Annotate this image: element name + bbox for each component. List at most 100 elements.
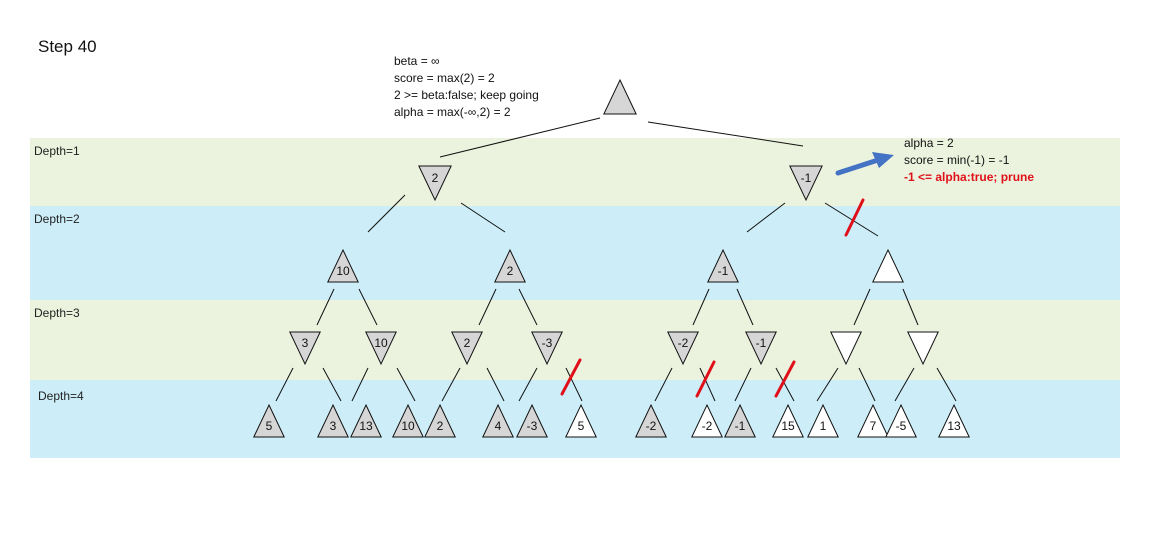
tree-edge bbox=[734, 367, 752, 402]
node-value-label: 2 bbox=[432, 171, 439, 185]
root-note-line-4: alpha = max(-∞,2) = 2 bbox=[394, 105, 511, 119]
node-value-label: -1 bbox=[718, 264, 729, 278]
tree-node-depth2-3 bbox=[872, 248, 904, 283]
tree-node-depth4-3: 10 bbox=[392, 403, 424, 438]
max-node-triangle bbox=[857, 403, 889, 438]
right-note-line-2: score = min(-1) = -1 bbox=[904, 153, 1010, 167]
root-note-line-2: score = max(2) = 2 bbox=[394, 71, 495, 85]
depth-2-label: Depth=2 bbox=[34, 212, 80, 226]
tree-edge bbox=[824, 202, 879, 237]
depth-2-band: Depth=2 bbox=[30, 206, 1120, 300]
tree-node-depth2-1: 2 bbox=[494, 248, 526, 283]
max-node-triangle bbox=[317, 403, 349, 438]
tree-node-depth4-2: 13 bbox=[350, 403, 382, 438]
depth-1-label: Depth=1 bbox=[34, 144, 80, 158]
max-node-triangle bbox=[691, 403, 723, 438]
arrow-head bbox=[872, 152, 894, 168]
tree-edge bbox=[316, 288, 335, 326]
tree-node-depth4-7: 5 bbox=[565, 403, 597, 438]
depth-4-label: Depth=4 bbox=[38, 389, 84, 403]
tree-edge bbox=[736, 288, 754, 326]
prune-mark bbox=[774, 360, 796, 398]
min-node-triangle bbox=[365, 331, 397, 366]
max-node-triangle bbox=[350, 403, 382, 438]
max-node-triangle bbox=[482, 403, 514, 438]
node-value-label: -2 bbox=[702, 419, 713, 433]
node-value-label: 3 bbox=[302, 336, 309, 350]
node-value-label: 5 bbox=[266, 419, 273, 433]
tree-node-depth2-0: 10 bbox=[327, 248, 359, 283]
step-title: Step 40 bbox=[38, 37, 97, 56]
min-node-triangle bbox=[830, 331, 862, 366]
min-node-triangle bbox=[418, 165, 452, 202]
min-node-triangle bbox=[667, 331, 699, 366]
prune-mark bbox=[695, 360, 716, 398]
tree-edge bbox=[275, 367, 294, 402]
node-value-label: -5 bbox=[896, 419, 907, 433]
max-node-triangle bbox=[707, 248, 739, 283]
annotation-arrow bbox=[835, 152, 894, 176]
tree-node-depth4-14: -5 bbox=[885, 403, 917, 438]
node-value-label: 2 bbox=[464, 336, 471, 350]
tree-node-depth4-0: 5 bbox=[253, 403, 285, 438]
root-note: beta = ∞ score = max(2) = 2 2 >= beta:fa… bbox=[394, 53, 539, 121]
node-value-label: 4 bbox=[495, 419, 502, 433]
node-value-label: 10 bbox=[401, 419, 415, 433]
tree-edge bbox=[936, 367, 957, 402]
node-value-label: -1 bbox=[735, 419, 746, 433]
right-note-line-1: alpha = 2 bbox=[904, 136, 954, 150]
tree-node-depth3-1: 10 bbox=[365, 331, 397, 366]
tree-edge bbox=[322, 367, 342, 402]
right-note: alpha = 2 score = min(-1) = -1 -1 <= alp… bbox=[904, 135, 1034, 186]
tree-node-depth3-2: 2 bbox=[451, 331, 483, 366]
node-value-label: 7 bbox=[870, 419, 877, 433]
tree-edge bbox=[478, 288, 497, 326]
prune-note: -1 <= alpha:true; prune bbox=[904, 170, 1035, 184]
tree-edge bbox=[486, 367, 505, 402]
min-node-triangle bbox=[789, 165, 823, 202]
node-value-label: 2 bbox=[437, 419, 444, 433]
tree-edge bbox=[894, 367, 915, 402]
tree-edge bbox=[654, 367, 673, 402]
node-value-label: -2 bbox=[678, 336, 689, 350]
min-node-triangle bbox=[907, 331, 939, 366]
tree-edge bbox=[858, 367, 876, 402]
max-node-triangle bbox=[938, 403, 970, 438]
tree-node-depth4-15: 13 bbox=[938, 403, 970, 438]
node-value-label: 5 bbox=[578, 419, 585, 433]
depth-1-band: Depth=1 bbox=[30, 138, 1120, 206]
tree-edge bbox=[358, 288, 378, 326]
tree-edge bbox=[775, 367, 795, 402]
tree-edge bbox=[396, 367, 416, 402]
node-value-label: -3 bbox=[542, 336, 553, 350]
tree-node-depth4-10: -1 bbox=[724, 403, 756, 438]
node-value-label: -1 bbox=[756, 336, 767, 350]
max-node-triangle bbox=[872, 248, 904, 283]
tree-edge bbox=[816, 367, 839, 402]
tree-node-depth1-1: -1 bbox=[789, 165, 823, 202]
tree-edge bbox=[441, 367, 461, 402]
tree-edge bbox=[692, 288, 710, 326]
tree-edge bbox=[647, 121, 804, 147]
node-value-label: -3 bbox=[527, 419, 538, 433]
tree-edge bbox=[853, 288, 871, 326]
tree-node-depth4-1: 3 bbox=[317, 403, 349, 438]
prune-marks bbox=[560, 198, 865, 398]
tree-edge bbox=[699, 367, 716, 402]
tree-edges bbox=[275, 117, 957, 402]
arrow-shaft bbox=[835, 157, 881, 176]
max-node-triangle bbox=[253, 403, 285, 438]
tree-edge bbox=[518, 288, 538, 326]
node-value-label: -1 bbox=[801, 171, 812, 185]
node-value-label: 2 bbox=[507, 264, 514, 278]
tree-node-depth4-6: -3 bbox=[516, 403, 548, 438]
max-node-triangle bbox=[424, 403, 456, 438]
tree-node-depth4-13: 7 bbox=[857, 403, 889, 438]
tree-node-depth3-6 bbox=[830, 331, 862, 366]
min-node-triangle bbox=[289, 331, 321, 366]
root-note-line-1: beta = ∞ bbox=[394, 54, 440, 68]
max-node-triangle bbox=[392, 403, 424, 438]
min-node-triangle bbox=[745, 331, 777, 366]
tree-node-depth4-9: -2 bbox=[691, 403, 723, 438]
